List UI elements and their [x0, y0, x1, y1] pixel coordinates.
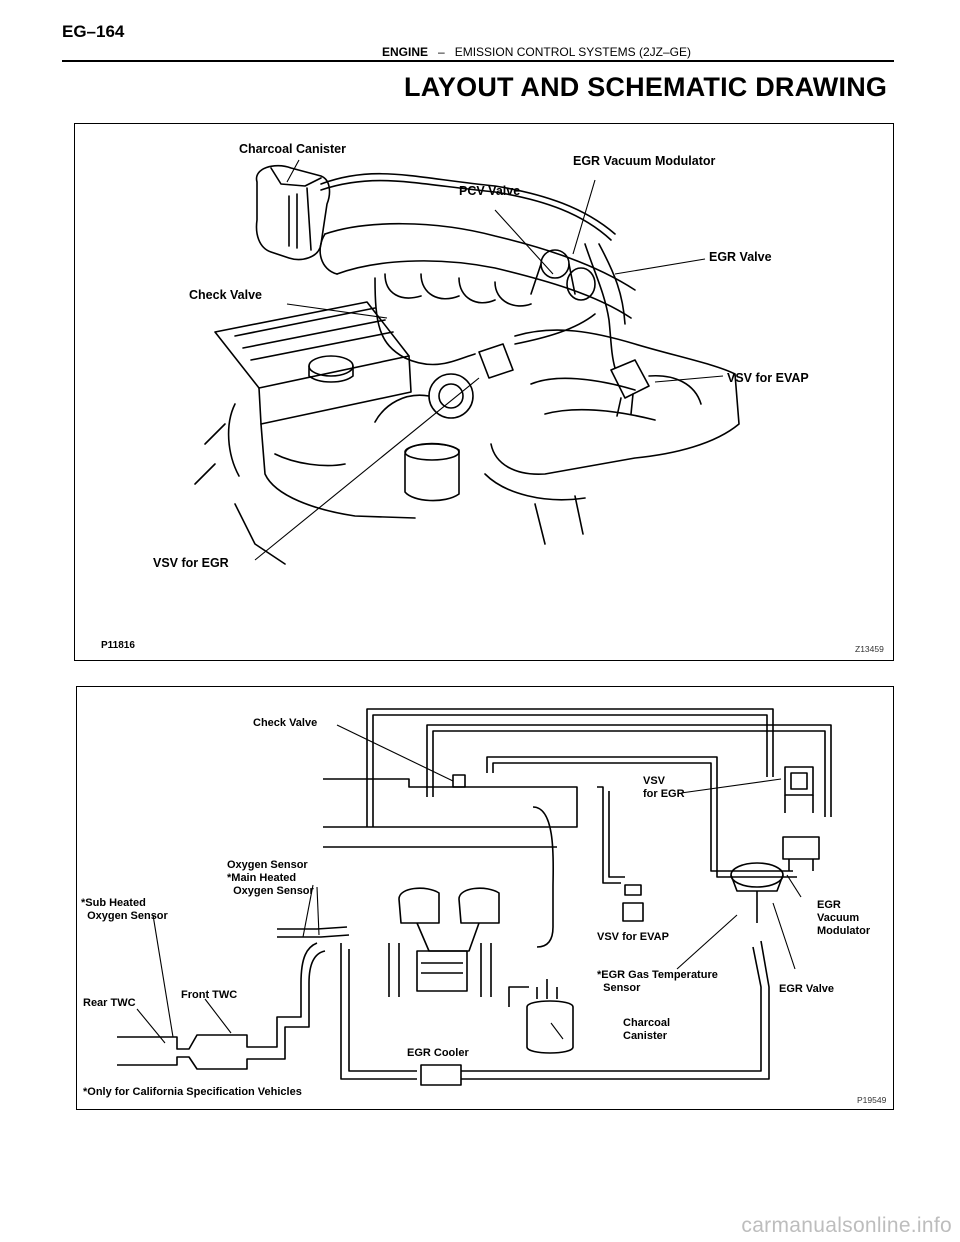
label-egr-valve: EGR Valve: [709, 250, 772, 264]
label-egr-gas-temp-sensor: *EGR Gas Temperature Sensor: [597, 969, 718, 994]
label-egr-cooler: EGR Cooler: [407, 1047, 469, 1059]
section-header: ENGINE–EMISSION CONTROL SYSTEMS (2JZ–GE): [382, 45, 691, 59]
section-name: ENGINE: [382, 45, 429, 59]
label-vsv-egr: VSV for EGR: [153, 556, 229, 570]
label-egr-vacuum-modulator: EGR Vacuum Modulator: [573, 154, 716, 168]
label-check-valve-2: Check Valve: [253, 717, 318, 729]
page-title: LAYOUT AND SCHEMATIC DRAWING: [404, 72, 888, 102]
label-front-twc: Front TWC: [181, 989, 238, 1001]
engine-layout-figure: Charcoal Canister EGR Vacuum Modulator P…: [74, 123, 894, 661]
label-oxygen-sensor: Oxygen Sensor *Main Heated Oxygen Sensor: [227, 859, 314, 897]
label-vsv-egr-2: VSV for EGR: [643, 775, 685, 800]
footnote: *Only for California Specification Vehic…: [83, 1086, 302, 1098]
figure-code-bottom: P19549: [857, 1095, 887, 1105]
watermark: carmanualsonline.info: [741, 1214, 952, 1237]
schematic-drawing: [117, 708, 832, 1086]
label-check-valve: Check Valve: [189, 288, 262, 302]
label-egr-valve-2: EGR Valve: [779, 983, 835, 995]
page-number: EG–164: [62, 22, 125, 41]
label-charcoal-canister-2: Charcoal Canister: [623, 1017, 671, 1042]
figure-code-top: Z13459: [855, 644, 884, 654]
label-vsv-evap-2: VSV for EVAP: [597, 931, 669, 943]
engine-layout-drawing: [194, 159, 740, 565]
label-egr-vacuum-modulator-2: EGR Vacuum Modulator: [817, 899, 871, 937]
label-charcoal-canister: Charcoal Canister: [239, 142, 346, 156]
label-pcv-valve: PCV Valve: [459, 184, 521, 198]
subsection-name: EMISSION CONTROL SYSTEMS (2JZ–GE): [454, 45, 691, 59]
header-separator: –: [438, 45, 445, 59]
label-vsv-evap: VSV for EVAP: [727, 371, 809, 385]
header-rule: [62, 60, 894, 62]
label-rear-twc: Rear TWC: [83, 997, 136, 1009]
schematic-figure: Check Valve VSV for EGR Oxygen Sensor *M…: [76, 686, 894, 1110]
figure-id-top: P11816: [101, 640, 135, 651]
label-sub-heated-oxygen-sensor: *Sub Heated Oxygen Sensor: [81, 897, 168, 922]
